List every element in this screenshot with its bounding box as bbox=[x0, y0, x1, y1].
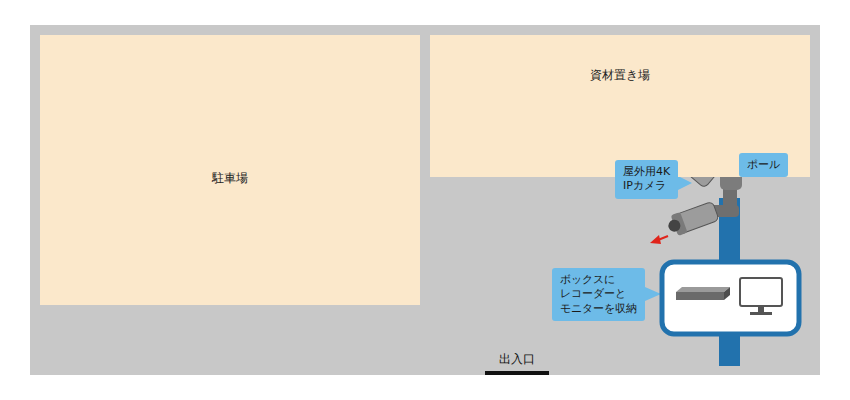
callout-tail bbox=[645, 287, 661, 301]
node-text: 資材置き場 bbox=[590, 67, 650, 84]
camera-lower bbox=[665, 200, 720, 238]
site-ground bbox=[30, 25, 820, 375]
callout-box: 屋外用4K IPカメラ bbox=[615, 160, 678, 199]
node-text: ポール bbox=[747, 158, 780, 172]
node-text: 屋外用4K IPカメラ bbox=[623, 165, 670, 194]
site-area: 駐車場 bbox=[40, 35, 420, 305]
callout-tail bbox=[678, 176, 692, 190]
callout-box: ボックスに レコーダーと モニターを収納 bbox=[552, 268, 645, 321]
monitor bbox=[740, 278, 782, 315]
callout-box: ポール bbox=[739, 153, 788, 177]
storage-box bbox=[662, 262, 799, 334]
area-label: 出入口 bbox=[499, 351, 535, 368]
recorder bbox=[676, 287, 730, 300]
node-text: 駐車場 bbox=[212, 170, 248, 187]
node-text: ボックスに レコーダーと モニターを収納 bbox=[560, 273, 637, 316]
entrance-mark bbox=[485, 371, 549, 375]
